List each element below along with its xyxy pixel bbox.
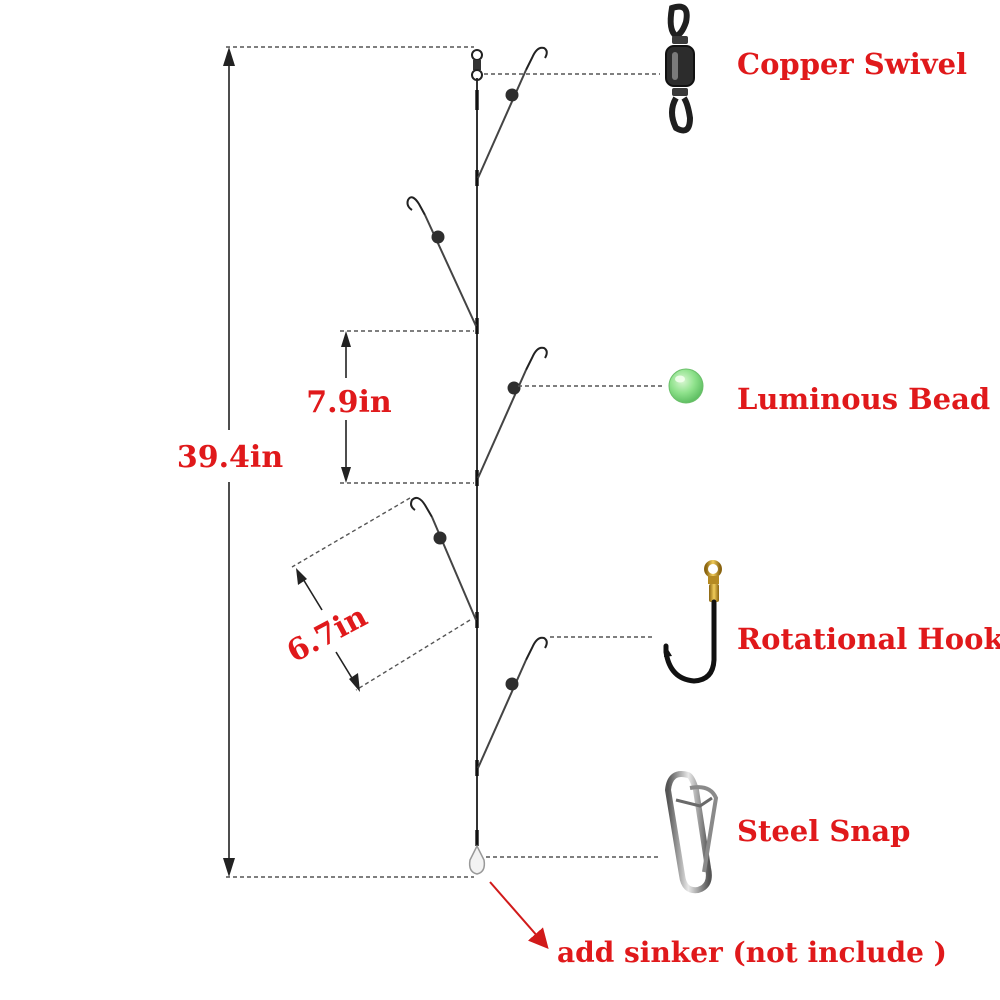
arrow-up-icon	[341, 331, 351, 347]
branch-5	[477, 636, 548, 769]
line-snap-icon	[468, 844, 486, 875]
branch-spacing-dimension: 7.9in	[306, 330, 474, 484]
branch-length-label: 6.7in	[281, 599, 373, 670]
copper-swivel-icon	[665, 3, 695, 134]
arrow-down-icon	[341, 467, 351, 483]
steel-snap-label: Steel Snap	[737, 814, 910, 848]
arrow-down-icon	[349, 673, 360, 692]
luminous-bead-icon	[668, 368, 704, 404]
sinker-note: add sinker (not include )	[557, 936, 947, 969]
copper-swivel-label: Copper Swivel	[737, 47, 967, 81]
arrow-up-icon	[223, 47, 235, 66]
luminous-bead-label: Luminous Bead	[737, 382, 990, 416]
line-swivel-icon	[471, 49, 483, 81]
sinker-arrow-icon	[489, 881, 549, 950]
branch-4	[410, 496, 477, 621]
total-length-label: 39.4in	[177, 440, 283, 475]
rotational-hook-label: Rotational Hook	[737, 622, 1000, 656]
total-length-dimension: 39.4in	[177, 46, 474, 878]
arrow-up-icon	[296, 568, 307, 585]
branch-3	[477, 346, 548, 479]
arrow-down-icon	[223, 858, 235, 877]
branch-1	[477, 46, 548, 179]
steel-snap-icon	[664, 771, 719, 894]
branch-length-dimension: 6.7in	[281, 497, 471, 692]
rotational-hook-icon	[663, 560, 722, 684]
branch-2	[406, 196, 477, 327]
branch-spacing-label: 7.9in	[306, 385, 392, 420]
